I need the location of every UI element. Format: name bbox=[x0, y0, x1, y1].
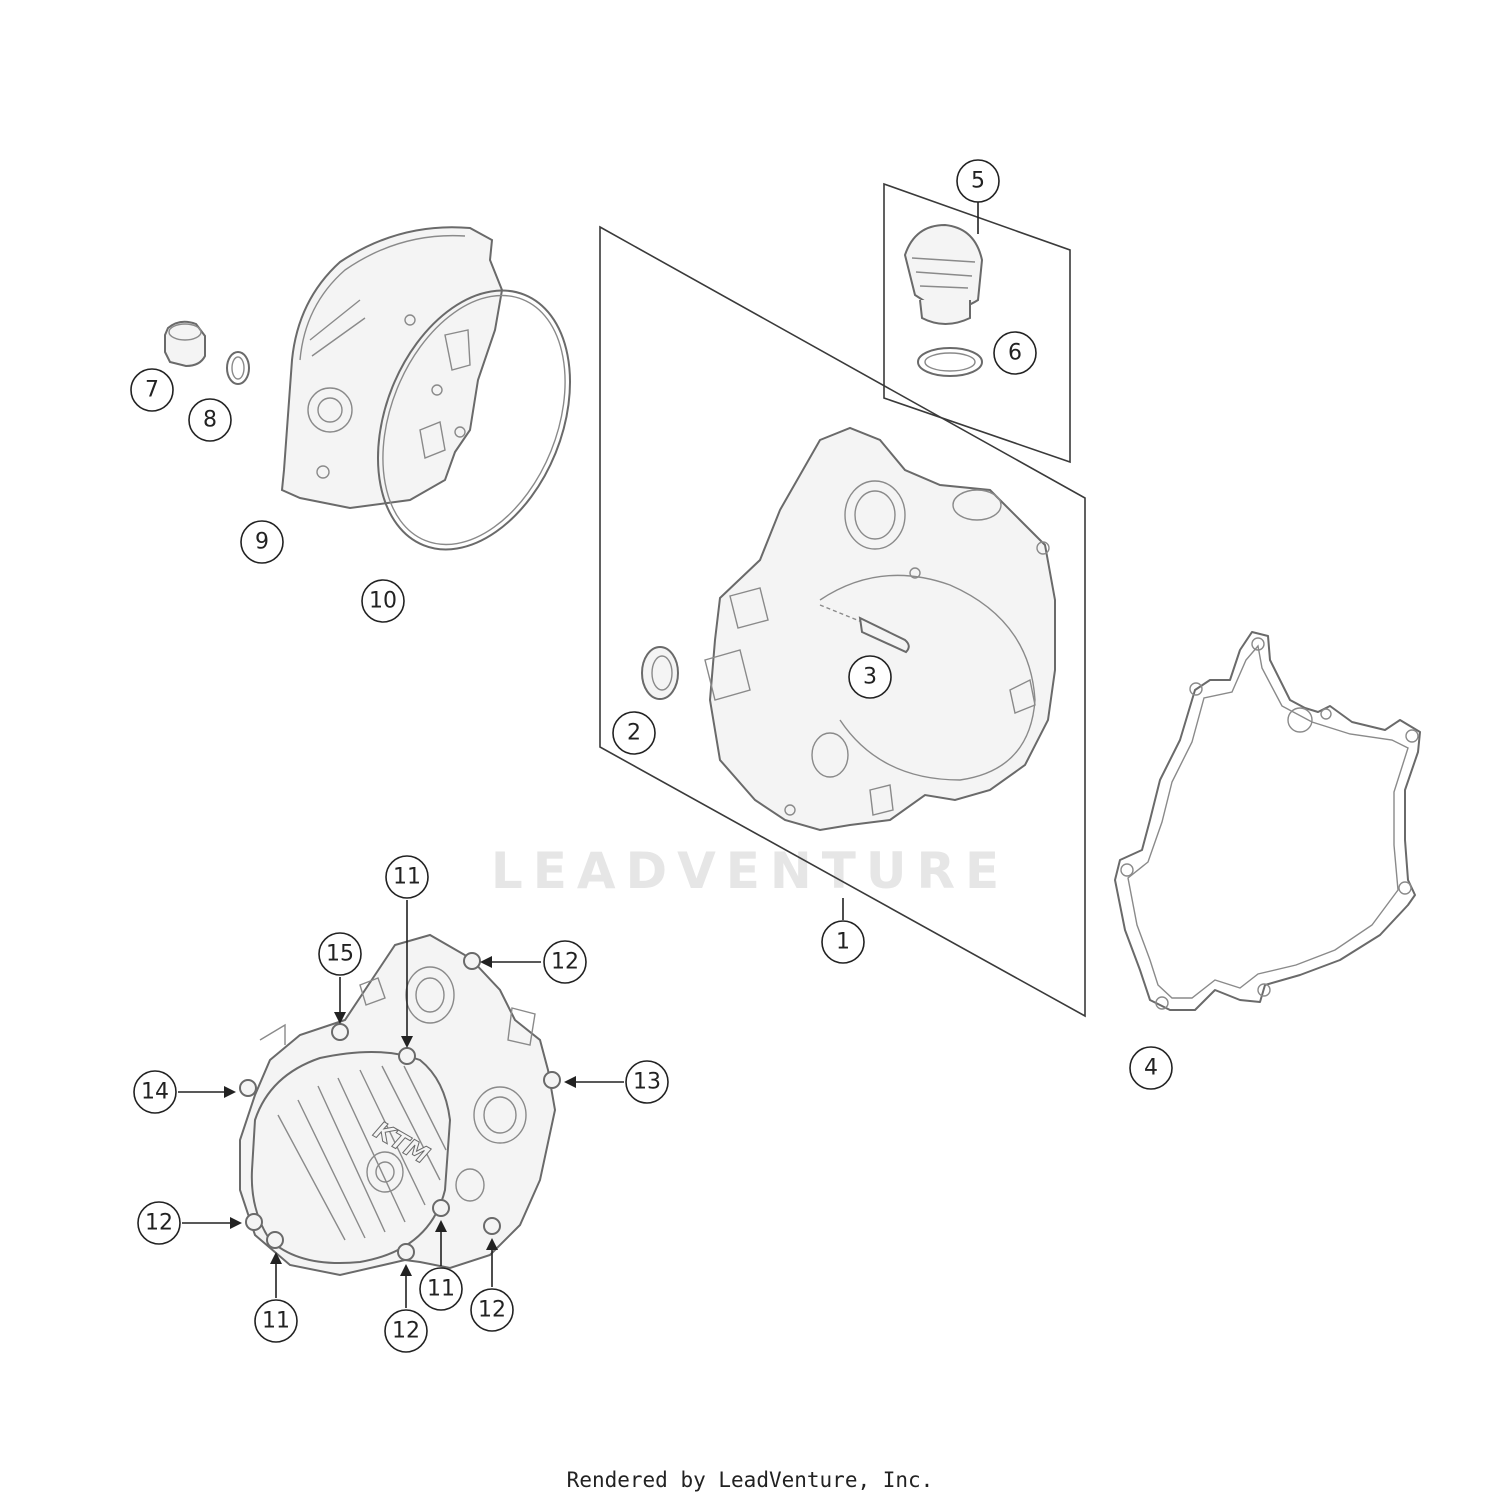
svg-text:15: 15 bbox=[326, 942, 354, 967]
callout-3[interactable]: 3 bbox=[848, 655, 892, 699]
svg-text:12: 12 bbox=[392, 1319, 420, 1344]
callout-13[interactable]: 13 bbox=[625, 1060, 669, 1104]
callout-4[interactable]: 4 bbox=[1129, 1046, 1173, 1090]
part-dowel-pin bbox=[819, 604, 910, 654]
kit-box-oil-plug bbox=[883, 182, 1071, 464]
svg-text:3: 3 bbox=[863, 665, 877, 690]
callout-10[interactable]: 10 bbox=[361, 579, 405, 623]
callout-11-bottom-middle[interactable]: 11 bbox=[419, 1267, 463, 1311]
callout-8[interactable]: 8 bbox=[188, 398, 232, 442]
svg-text:11: 11 bbox=[393, 865, 421, 890]
part-clutch-cover-plate bbox=[280, 226, 504, 510]
part-clutch-cover-gasket bbox=[1114, 631, 1421, 1011]
part-small-o-ring bbox=[226, 351, 250, 385]
svg-text:8: 8 bbox=[203, 408, 217, 433]
svg-text:12: 12 bbox=[551, 950, 579, 975]
svg-text:11: 11 bbox=[427, 1277, 455, 1302]
callout-15[interactable]: 15 bbox=[318, 932, 362, 976]
callout-6[interactable]: 6 bbox=[993, 331, 1037, 375]
callout-12-left[interactable]: 12 bbox=[137, 1201, 181, 1245]
svg-text:2: 2 bbox=[627, 721, 641, 746]
svg-text:14: 14 bbox=[141, 1080, 169, 1105]
part-ktm-cover-plate: KTM bbox=[250, 1050, 452, 1265]
part-large-o-ring bbox=[377, 289, 571, 551]
svg-text:10: 10 bbox=[369, 589, 397, 614]
callout-1[interactable]: 1 bbox=[821, 920, 865, 964]
callout-9[interactable]: 9 bbox=[240, 520, 284, 564]
svg-text:4: 4 bbox=[1144, 1056, 1158, 1081]
kit-box-clutch-cover bbox=[599, 225, 1086, 1018]
svg-text:5: 5 bbox=[971, 169, 985, 194]
part-plug bbox=[164, 320, 206, 368]
callout-12-bottom[interactable]: 12 bbox=[384, 1309, 428, 1353]
svg-text:12: 12 bbox=[145, 1211, 173, 1236]
watermark: LEADVENTURE bbox=[491, 842, 1009, 900]
svg-text:13: 13 bbox=[633, 1070, 661, 1095]
svg-text:6: 6 bbox=[1008, 341, 1022, 366]
callout-7[interactable]: 7 bbox=[130, 368, 174, 412]
svg-text:7: 7 bbox=[145, 378, 159, 403]
part-shaft-seal bbox=[641, 646, 679, 700]
footer-credit: Rendered by LeadVenture, Inc. bbox=[566, 1468, 934, 1492]
callout-5[interactable]: 5 bbox=[956, 159, 1000, 203]
part-oil-filler-plug bbox=[903, 223, 984, 325]
callout-12-bottom-right[interactable]: 12 bbox=[470, 1288, 514, 1332]
svg-text:1: 1 bbox=[836, 930, 850, 955]
svg-text:9: 9 bbox=[255, 530, 269, 555]
leader-lines bbox=[178, 202, 979, 1308]
svg-text:11: 11 bbox=[262, 1309, 290, 1334]
svg-text:12: 12 bbox=[478, 1298, 506, 1323]
part-oil-plug-o-ring bbox=[917, 347, 983, 377]
callout-14[interactable]: 14 bbox=[133, 1070, 177, 1114]
callout-12-top-right[interactable]: 12 bbox=[543, 940, 587, 984]
callout-2[interactable]: 2 bbox=[612, 711, 656, 755]
callout-11-top[interactable]: 11 bbox=[385, 855, 429, 899]
callout-11-bottom-left[interactable]: 11 bbox=[254, 1299, 298, 1343]
part-clutch-cover-gasket-inner bbox=[1127, 644, 1409, 999]
